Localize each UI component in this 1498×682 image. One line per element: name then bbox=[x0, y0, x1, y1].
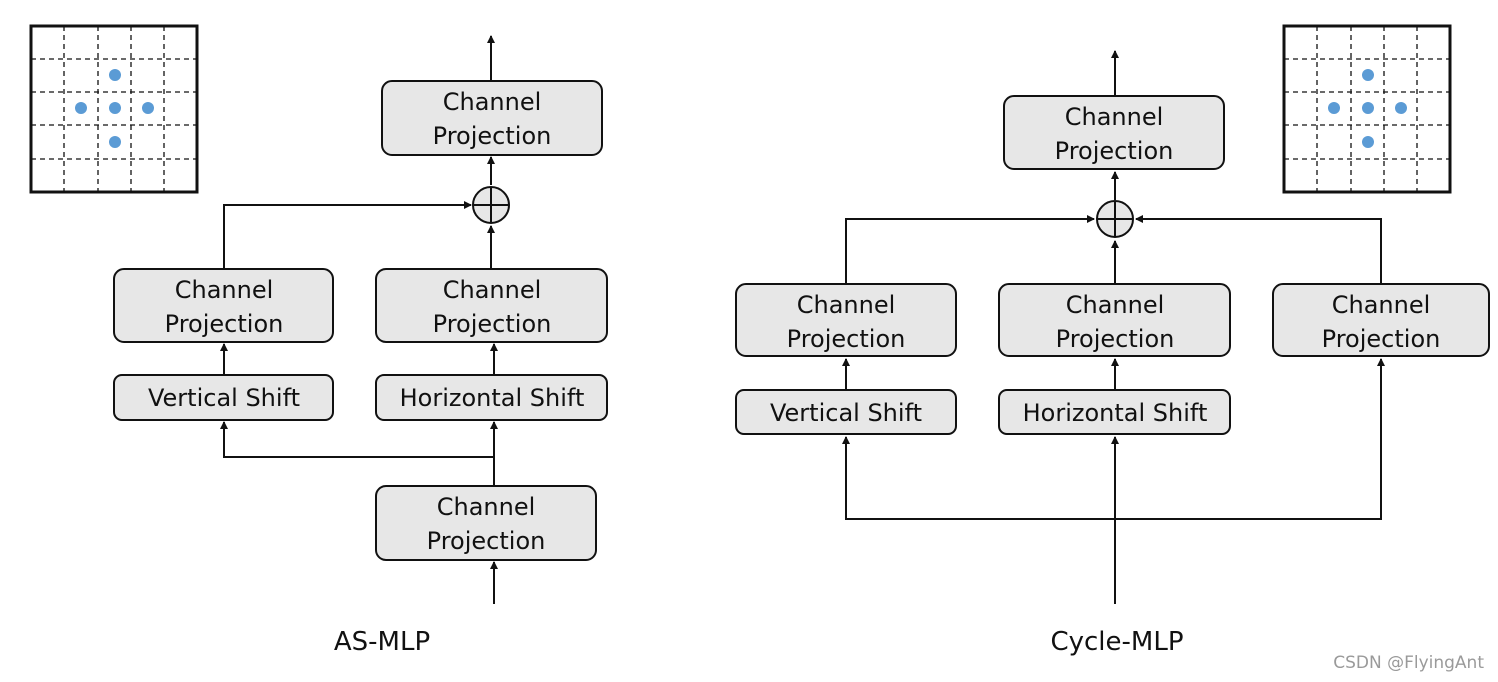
box-label: Channel bbox=[437, 493, 536, 521]
cycle-mlp-caption: Cycle-MLP bbox=[1050, 627, 1183, 657]
box-label: Vertical Shift bbox=[770, 399, 922, 427]
watermark: CSDN @FlyingAnt bbox=[1333, 653, 1484, 673]
box-label: Channel bbox=[443, 276, 542, 304]
cycle-mlp-right-projection: Channel Projection bbox=[1272, 283, 1490, 357]
box-label: Projection bbox=[427, 527, 546, 555]
as-mlp-horizontal-shift: Horizontal Shift bbox=[375, 374, 608, 421]
box-label: Channel bbox=[1065, 103, 1164, 131]
box-label: Channel bbox=[1332, 291, 1431, 319]
grid-dot bbox=[1362, 136, 1374, 148]
as-mlp-vertical-shift: Vertical Shift bbox=[113, 374, 334, 421]
as-mlp-sum-node bbox=[472, 186, 510, 224]
box-label: Projection bbox=[165, 310, 284, 338]
cycle-mlp-edges bbox=[842, 50, 1385, 604]
box-label: Channel bbox=[443, 88, 542, 116]
box-label: Projection bbox=[433, 310, 552, 338]
as-mlp-left-projection: Channel Projection bbox=[113, 268, 334, 343]
grid-dot bbox=[109, 69, 121, 81]
grid-dot bbox=[1362, 102, 1374, 114]
as-mlp-edges bbox=[220, 35, 498, 604]
grid-dot bbox=[75, 102, 87, 114]
box-label: Vertical Shift bbox=[148, 384, 300, 412]
grid-dot bbox=[1362, 69, 1374, 81]
box-label: Projection bbox=[787, 325, 906, 353]
box-label: Projection bbox=[1322, 325, 1441, 353]
box-label: Horizontal Shift bbox=[400, 384, 585, 412]
cycle-mlp-top-projection: Channel Projection bbox=[1003, 95, 1225, 170]
grid-dot bbox=[142, 102, 154, 114]
as-mlp-caption: AS-MLP bbox=[334, 627, 430, 657]
cycle-mlp-left-projection: Channel Projection bbox=[735, 283, 957, 357]
box-label: Channel bbox=[175, 276, 274, 304]
box-label: Projection bbox=[1056, 325, 1175, 353]
as-mlp-shift-grid bbox=[29, 24, 199, 194]
cycle-mlp-horizontal-shift: Horizontal Shift bbox=[998, 389, 1231, 435]
grid-dot bbox=[1395, 102, 1407, 114]
cycle-mlp-shift-grid bbox=[1282, 24, 1452, 194]
cycle-mlp-middle-projection: Channel Projection bbox=[998, 283, 1231, 357]
box-label: Channel bbox=[1066, 291, 1165, 319]
box-label: Projection bbox=[1055, 137, 1174, 165]
as-mlp-top-projection: Channel Projection bbox=[381, 80, 603, 156]
grid-dot bbox=[109, 102, 121, 114]
cycle-mlp-vertical-shift: Vertical Shift bbox=[735, 389, 957, 435]
as-mlp-right-projection: Channel Projection bbox=[375, 268, 608, 343]
grid-dot bbox=[109, 136, 121, 148]
box-label: Horizontal Shift bbox=[1023, 399, 1208, 427]
grid-dot bbox=[1328, 102, 1340, 114]
cycle-mlp-sum-node bbox=[1096, 200, 1134, 238]
box-label: Projection bbox=[433, 122, 552, 150]
as-mlp-bottom-projection: Channel Projection bbox=[375, 485, 597, 561]
box-label: Channel bbox=[797, 291, 896, 319]
